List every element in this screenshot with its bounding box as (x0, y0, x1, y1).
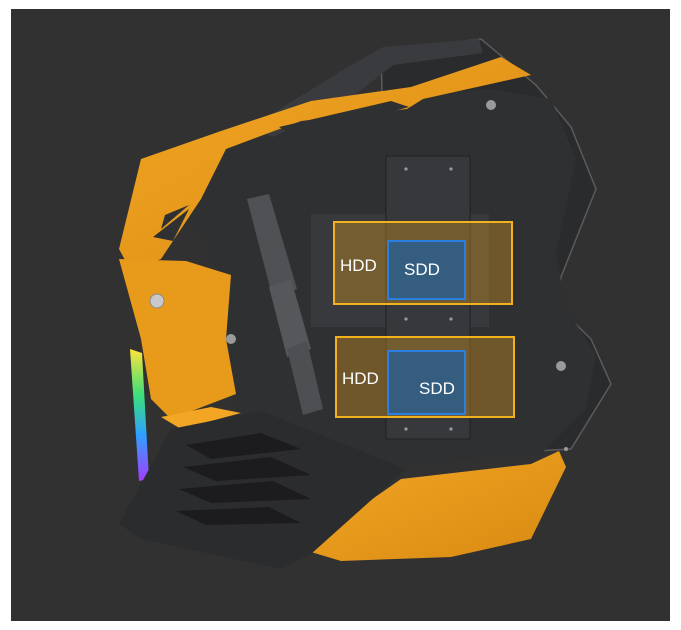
hdd-label: HDD (340, 256, 377, 275)
slat (179, 481, 311, 503)
power-button (149, 293, 165, 309)
slat (183, 457, 311, 481)
vent-slot (279, 101, 409, 137)
orange-panel-front (119, 259, 236, 419)
drive-bay-2: HDD SDD (335, 336, 515, 418)
ssd-label: SDD (404, 260, 440, 279)
drive-bay-1: HDD SDD (333, 221, 513, 305)
slat (176, 507, 301, 525)
side-fin (247, 194, 297, 299)
ssd-label: SDD (419, 379, 455, 398)
ssd-slot (387, 240, 466, 300)
orange-panel-bottom-left (161, 407, 241, 429)
rgb-strip (130, 349, 149, 481)
orange-panel-top (119, 57, 531, 271)
vent-slot (153, 209, 189, 241)
side-fin (287, 341, 323, 415)
side-fin (269, 279, 311, 357)
hdd-label: HDD (342, 369, 379, 388)
slat (186, 433, 301, 459)
vent-slot (161, 205, 189, 229)
product-photo: HDD SDD HDD SDD (11, 9, 670, 621)
orange-panel-bottom (301, 451, 566, 561)
ssd-slot (387, 350, 466, 415)
